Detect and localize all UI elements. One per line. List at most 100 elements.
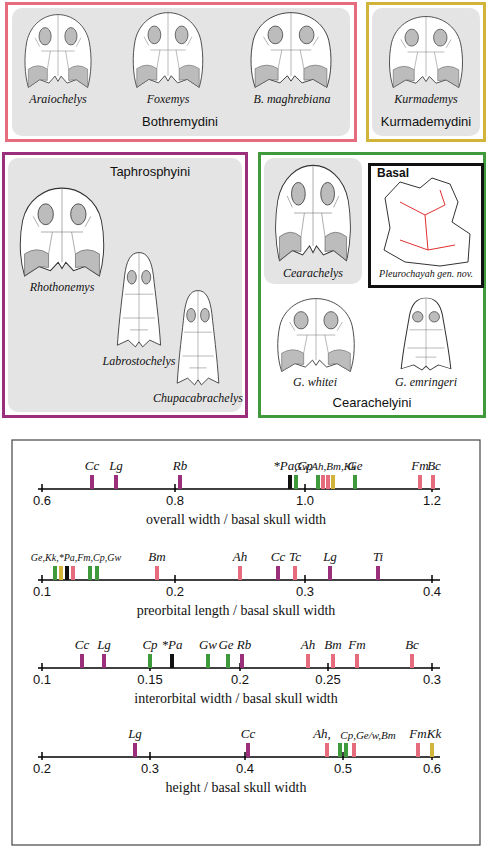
axis-title: interorbital width / basal skull width [134,691,337,707]
value-mark [294,475,298,489]
value-mark [102,654,106,668]
value-mark [338,743,342,757]
value-marks [53,475,435,757]
value-mark [246,743,250,757]
value-mark [418,475,422,489]
skull-drawing [20,188,103,276]
taxon-name: Foxemys [123,93,213,107]
tick-label: 0.5 [334,762,352,777]
taxon-name: Cearachelys [263,267,363,281]
suture-lines [400,190,455,250]
group-panel [12,8,350,136]
value-mark [352,743,356,757]
value-mark [353,475,357,489]
taxon-name: G. emringeri [376,376,476,390]
axis-title: overall width / basal skull width [146,512,326,528]
tick-label: 0.1 [33,585,51,600]
skull-drawing [25,15,91,88]
species-code: Bc [427,459,441,474]
species-code: Bc [405,638,419,653]
skull-drawing [177,291,219,385]
value-mark [114,475,118,489]
value-mark [316,475,320,489]
skull-drawing [117,253,160,347]
species-code: Bm [148,550,165,565]
taxon-name: Pleurochayah gen. nov. [371,268,481,280]
species-code: Gw [199,638,217,653]
number-line [38,484,440,760]
clade-name: Cearachelyini [307,396,437,411]
value-mark [355,654,359,668]
value-mark [53,566,57,580]
taxon-name: Kurmademys [371,93,481,107]
species-code: Lg [109,459,123,474]
tick-label: 0.2 [166,585,184,600]
skull-fragment [384,178,470,266]
value-mark [288,475,292,489]
value-mark [331,475,335,489]
value-mark [226,654,230,668]
clade-name: Bothremydini [110,115,250,130]
taxon-name: B. maghrebiana [237,93,347,107]
species-code: Bm [324,638,341,653]
value-mark [321,475,325,489]
skull-drawing [389,17,462,88]
value-mark [328,566,332,580]
species-code: Lg [323,550,337,565]
taxon-name: Araiochelys [13,93,103,107]
species-code: Fm [409,727,426,742]
species-code: Cc [85,459,99,474]
skull-drawing [251,13,331,88]
axis-line [38,756,440,758]
value-mark [206,654,210,668]
axis-ticks [42,752,432,760]
species-code: Ge [218,638,233,653]
value-mark [155,566,159,580]
species-code: Cc [75,638,89,653]
skull-drawing [401,298,451,370]
group-panel [264,158,362,284]
species-code: Ti [373,550,383,565]
axis-line [38,488,440,490]
value-mark [276,566,280,580]
clade-box: CearachelysG. whiteiG. emringeriCearache… [258,152,486,418]
value-mark [306,654,310,668]
axis-ticks [42,575,432,583]
value-mark [65,566,69,580]
taxon-name: Chupacabrachelys [150,392,246,406]
species-code: Fm [411,459,428,474]
value-mark [59,566,63,580]
value-mark [148,654,152,668]
species-code: Rb [173,459,187,474]
tick-label: 0.4 [423,585,441,600]
value-mark [238,566,242,580]
species-code: Gw,Ah,Bm,Kk [294,460,356,473]
species-code: Ge,Kk,*Pa,Fm,Cp,Gw [31,552,121,564]
species-code: Kk [427,727,441,742]
clade-box: KurmademysKurmademydini [366,2,486,142]
value-mark [431,475,435,489]
species-code: Fm [348,638,365,653]
tick-label: 0.1 [33,673,51,688]
value-mark [88,566,92,580]
tick-label: 1.2 [423,494,441,509]
group-panel [8,158,242,412]
species-code: Cp,Ge/w,Bm [340,729,395,742]
value-mark [325,743,329,757]
tick-label: 0.2 [231,673,249,688]
axis-ticks [42,484,432,492]
species-code: Ge [347,459,362,474]
clade-name: Kurmademydini [370,115,482,130]
skull-drawing [278,299,355,372]
clade-box: TaphrosphyiniRhothonemysLabrostochelysCh… [2,152,248,418]
tick-label: 0.3 [141,762,159,777]
species-code: Lg [97,638,111,653]
group-heading: Basal [371,167,415,181]
axis-line [38,667,440,669]
tick-label: 0.15 [137,673,162,688]
tick-label: 0.3 [296,585,314,600]
tick-label: 0.4 [236,762,254,777]
value-mark [410,654,414,668]
taxon-name: Labrostochelys [84,355,194,369]
value-mark [376,566,380,580]
